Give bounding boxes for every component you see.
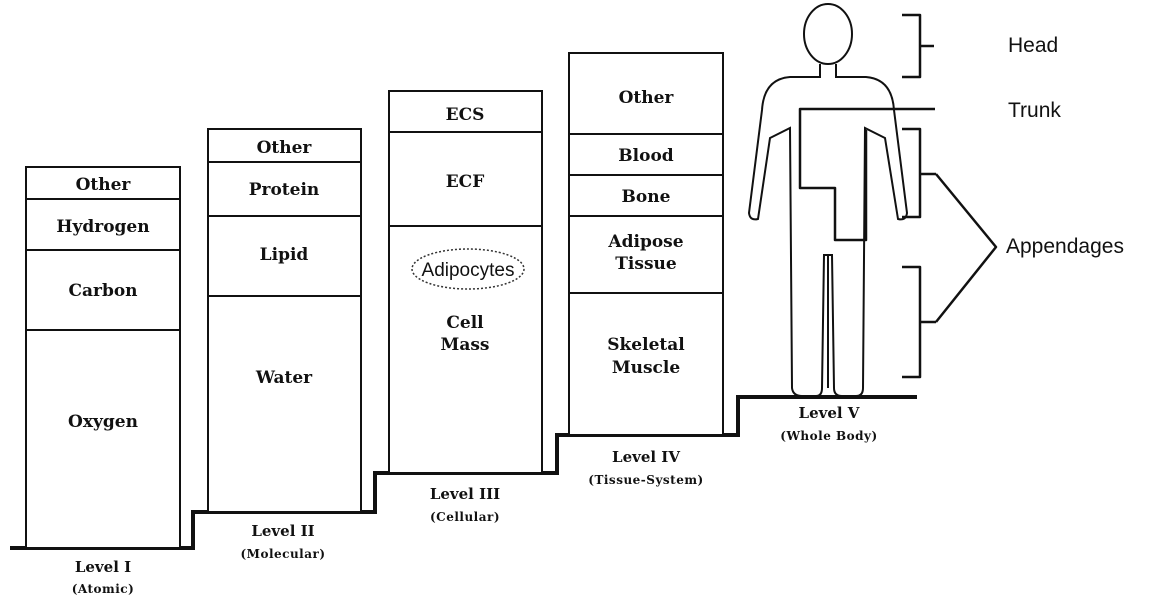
- segment-water: Water: [255, 368, 313, 388]
- segment-oxygen: Oxygen: [68, 412, 138, 432]
- head-brace: [902, 15, 934, 77]
- segment-adipose-line2: Tissue: [615, 254, 677, 274]
- level-label: Level III: [430, 485, 500, 503]
- segment-cell-mass-line2: Mass: [441, 335, 490, 355]
- segment-cell-mass-line1: Cell: [446, 313, 484, 333]
- segment-blood: Blood: [618, 146, 674, 166]
- segment-protein: Protein: [249, 180, 320, 200]
- level-label: Level V: [799, 404, 860, 422]
- label-head: Head: [1008, 34, 1058, 57]
- segment-other: Other: [76, 175, 132, 195]
- upper-limb-brace: [902, 129, 936, 217]
- appendages-connector: [936, 174, 996, 322]
- figure-head: [804, 4, 852, 64]
- segment-skeletal-line2: Muscle: [612, 358, 681, 378]
- level-sublabel: (Atomic): [72, 582, 135, 596]
- label-trunk: Trunk: [1008, 99, 1061, 122]
- segment-lipid: Lipid: [260, 245, 309, 265]
- level-label: Level IV: [612, 448, 680, 466]
- human-figure: [749, 4, 907, 396]
- column-3-frame: [389, 91, 542, 473]
- segment-skeletal-line1: Skeletal: [607, 335, 685, 355]
- segment-ecs: ECS: [446, 105, 485, 125]
- segment-ecf: ECF: [446, 172, 485, 192]
- adipocytes-label: Adipocytes: [422, 260, 515, 281]
- column-level-4: Other Blood Bone Adipose Tissue Skeletal…: [569, 53, 723, 487]
- level-label: Level I: [75, 558, 131, 576]
- level-sublabel: (Molecular): [240, 547, 325, 561]
- segment-other: Other: [257, 138, 313, 158]
- level-sublabel: (Tissue-System): [588, 473, 703, 487]
- level-sublabel: (Whole Body): [780, 429, 877, 443]
- level-label: Level II: [251, 522, 314, 540]
- lower-limb-brace: [902, 267, 936, 377]
- column-level-3: ECS ECF Adipocytes Cell Mass Level III (…: [389, 91, 542, 524]
- segment-bone: Bone: [622, 187, 671, 207]
- segment-carbon: Carbon: [68, 281, 137, 301]
- level-sublabel: (Cellular): [430, 510, 500, 524]
- column-level-1: Other Hydrogen Carbon Oxygen Level I (At…: [26, 167, 180, 596]
- segment-other: Other: [619, 88, 675, 108]
- label-appendages: Appendages: [1006, 235, 1124, 258]
- column-level-2: Other Protein Lipid Water Level II (Mole…: [208, 129, 361, 561]
- segment-adipose-line1: Adipose: [607, 232, 683, 252]
- segment-hydrogen: Hydrogen: [56, 217, 149, 237]
